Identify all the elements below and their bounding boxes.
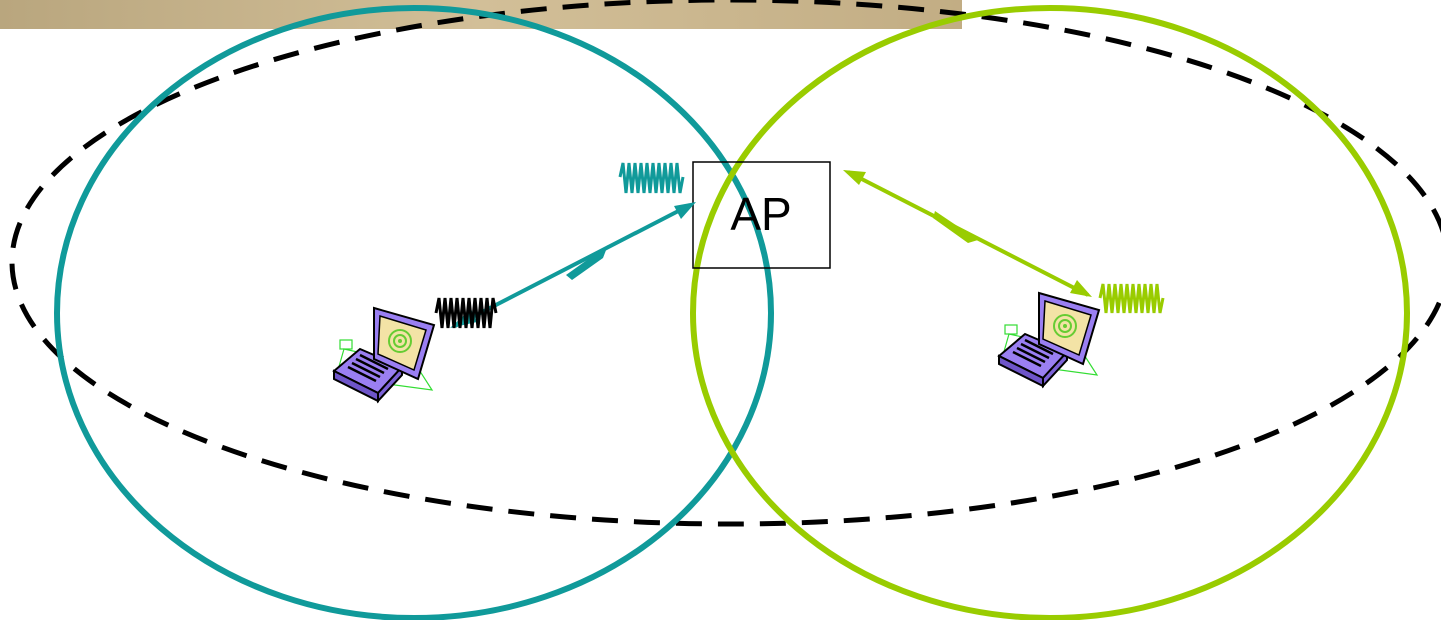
left-cell-circle	[54, 5, 774, 620]
access-point: AP	[692, 161, 831, 269]
signal-near-ap-wave-icon	[618, 162, 685, 194]
lightning-bolt-icon	[933, 211, 978, 243]
laptop-icon	[332, 306, 436, 404]
laptop-right	[997, 291, 1101, 389]
link-right	[843, 170, 1092, 297]
interference-range-ellipse	[9, 0, 1441, 527]
signal-left-laptop-wave-icon	[434, 297, 498, 329]
arrowhead-right-end	[1070, 280, 1092, 297]
signal-right-laptop-wave-icon	[1098, 283, 1165, 314]
right-cell-circle	[690, 5, 1410, 620]
arrowhead-right-start	[843, 170, 866, 185]
access-point-label: AP	[730, 188, 791, 240]
laptop-icon	[997, 291, 1101, 389]
lightning-bolt-icon	[566, 245, 608, 280]
laptop-left	[332, 306, 436, 404]
access-point-box	[692, 161, 831, 269]
arrowhead-left-end	[674, 202, 696, 219]
